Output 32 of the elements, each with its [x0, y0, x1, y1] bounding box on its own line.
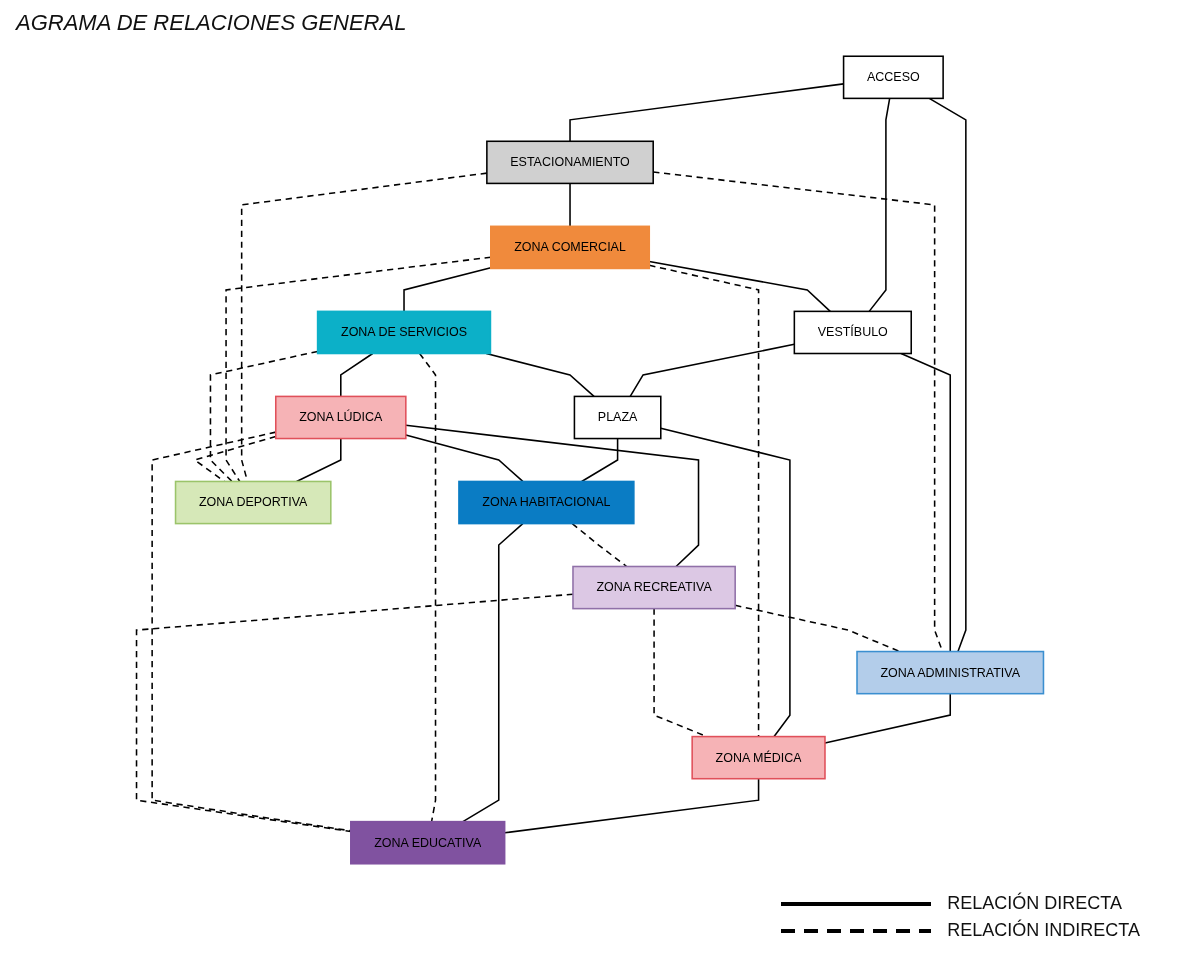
node-box: ESTACIONAMIENTO	[486, 140, 654, 185]
node-box: ZONA DEPORTIVA	[174, 480, 332, 525]
connector	[569, 182, 571, 228]
node-box: PLAZA	[573, 395, 662, 440]
node-box: ZONA HABITACIONAL	[458, 480, 635, 525]
connector	[405, 434, 524, 483]
node-box: ZONA DE SERVICIOS	[316, 310, 492, 355]
node-box: ZONA LÚDICA	[275, 395, 407, 440]
connector	[462, 522, 524, 823]
connector	[660, 427, 791, 738]
connector	[868, 97, 891, 313]
connector	[295, 437, 342, 483]
connector	[403, 266, 492, 313]
node-box: ZONA MÉDICA	[691, 735, 826, 780]
diagram-title: AGRAMA DE RELACIONES GENERAL	[16, 10, 407, 36]
connector	[824, 692, 951, 744]
connector	[900, 352, 951, 653]
legend-label: RELACIÓN INDIRECTA	[947, 920, 1140, 941]
connector	[340, 352, 374, 398]
node-box: ZONA ADMINISTRATIVA	[856, 650, 1045, 695]
connector	[928, 97, 967, 653]
node-box: ZONA EDUCATIVA	[350, 820, 506, 865]
node-box: ZONA RECREATIVA	[572, 565, 736, 610]
connector	[418, 352, 437, 823]
legend-label: RELACIÓN DIRECTA	[947, 893, 1122, 914]
connector	[225, 256, 492, 483]
connector	[580, 437, 619, 483]
node-box: VESTÍBULO	[793, 310, 912, 355]
node-box: ACCESO	[842, 55, 944, 100]
node-box: ZONA COMERCIAL	[490, 225, 651, 270]
connector	[571, 522, 628, 568]
connector	[405, 424, 700, 568]
